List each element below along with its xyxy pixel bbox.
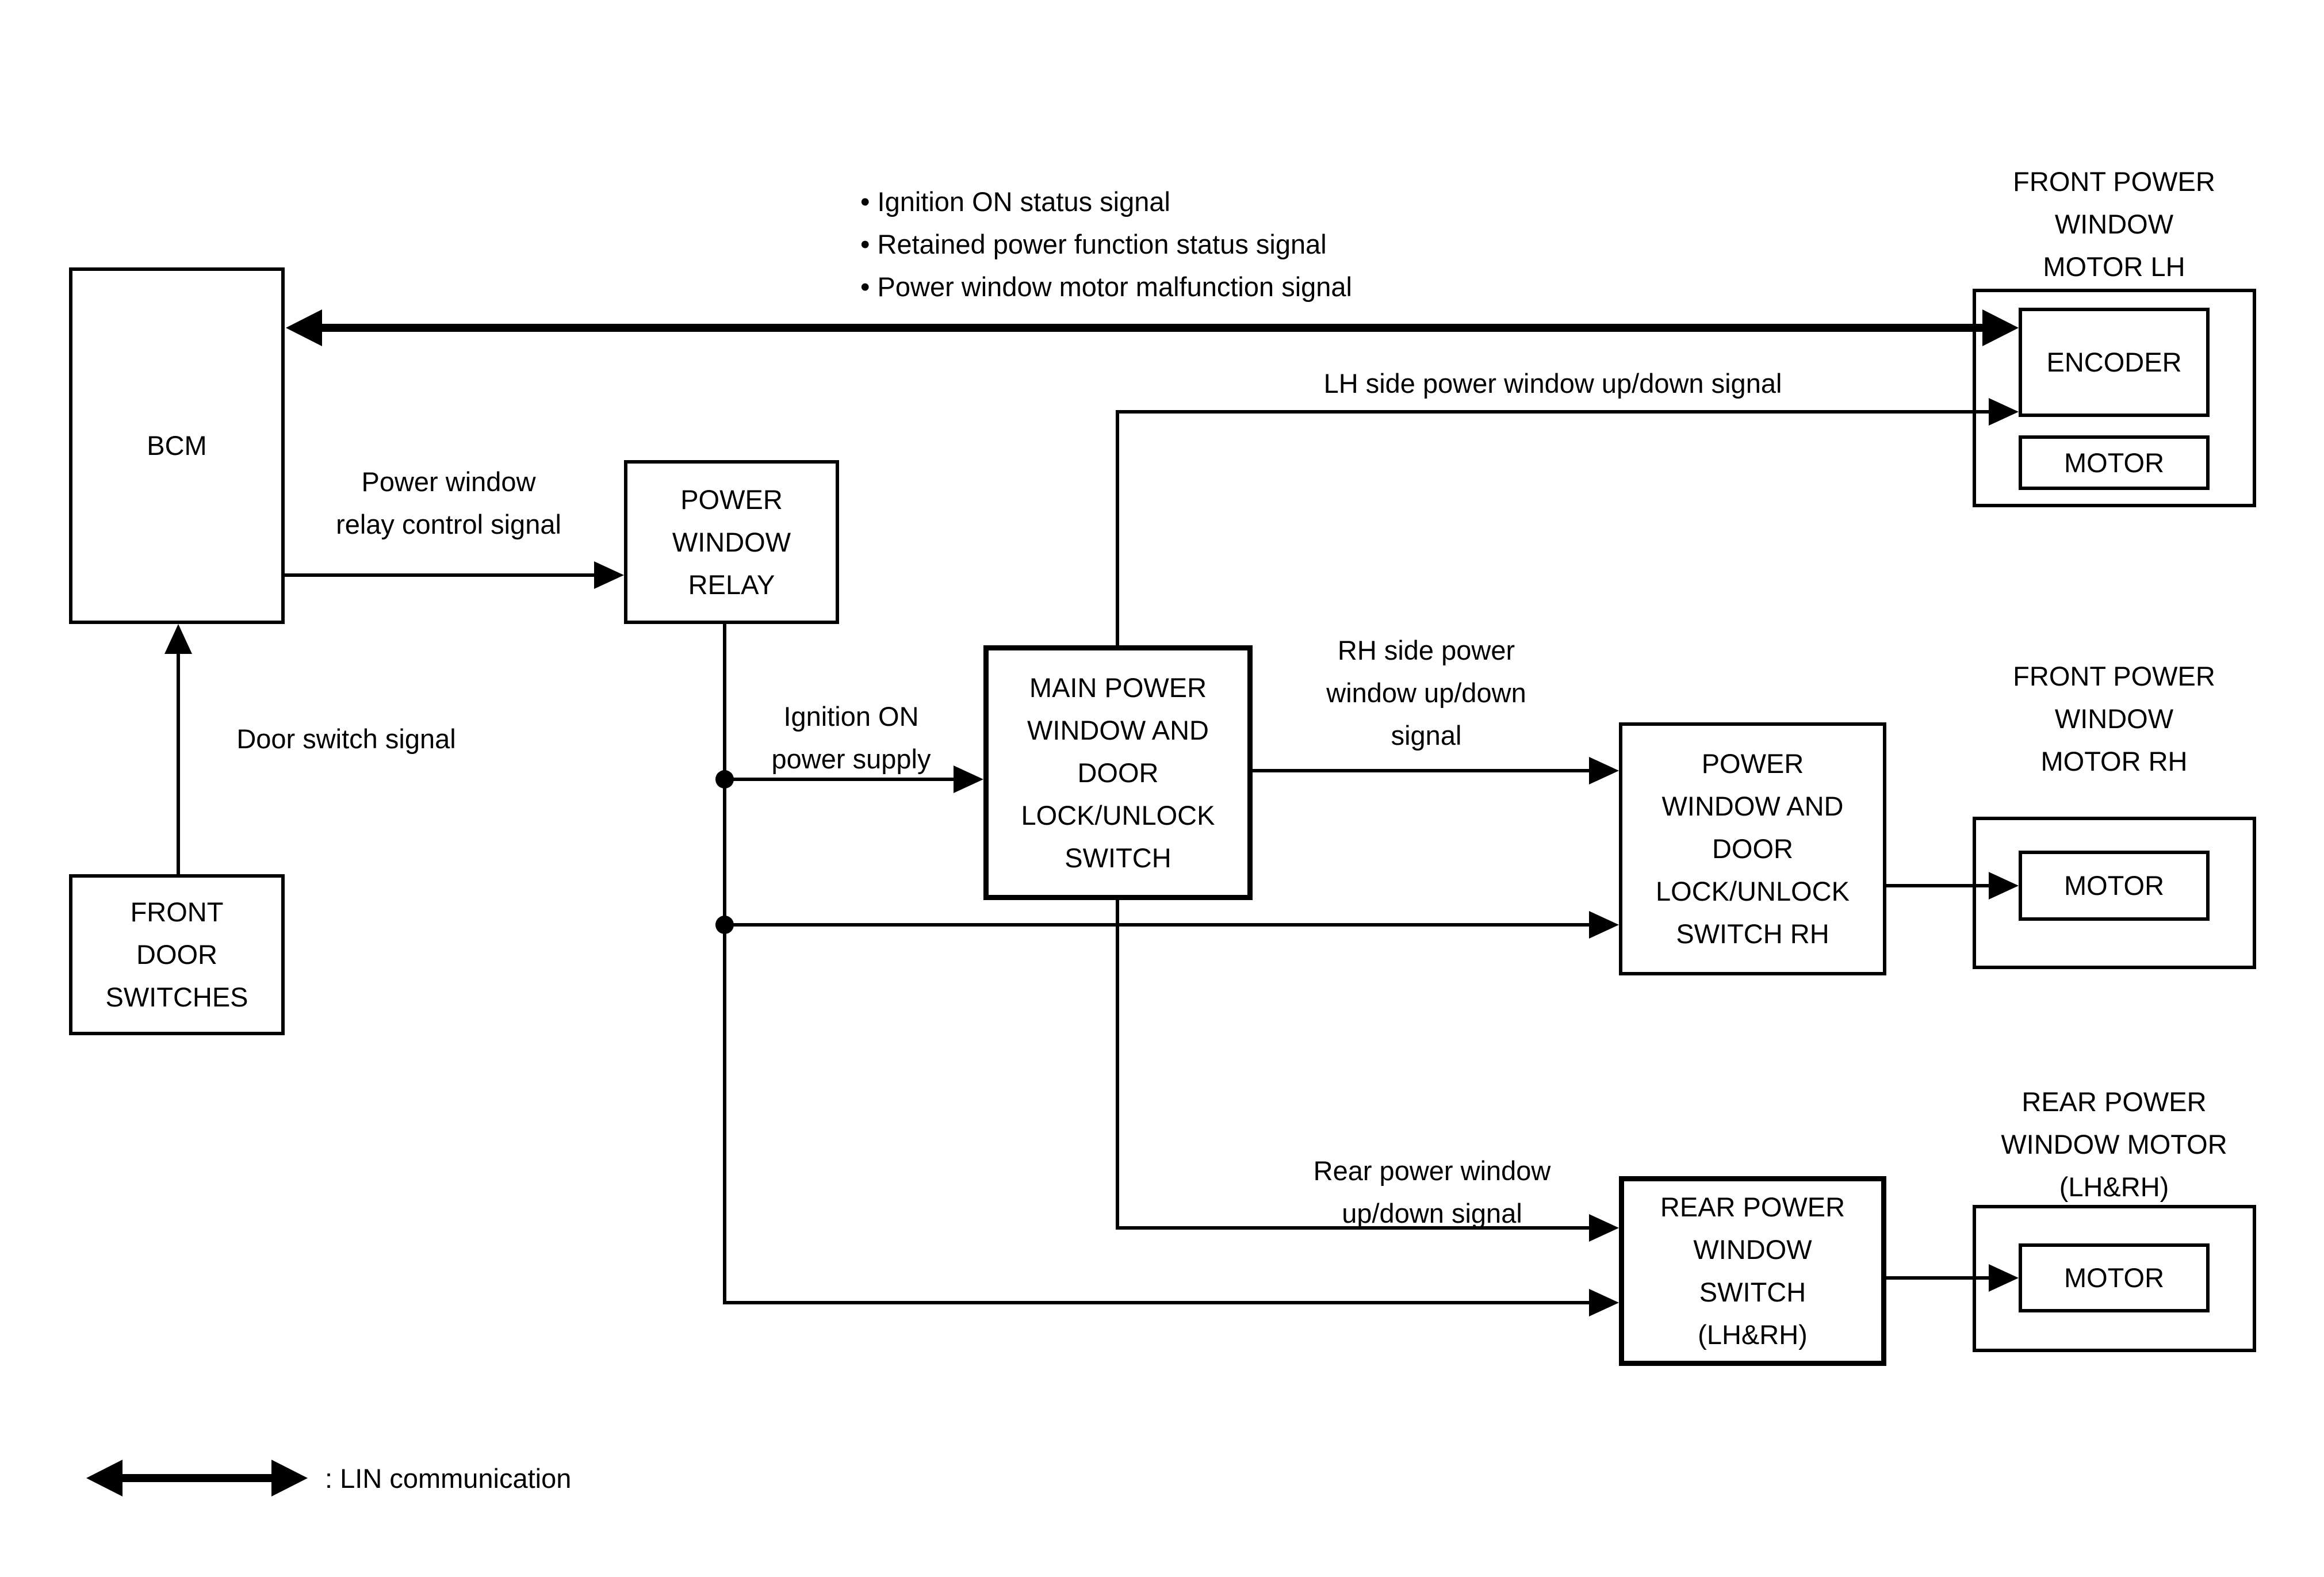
lh-updown-signal-label: LH side power window up/down signal (1323, 368, 1782, 399)
relay-feed-line (723, 624, 1592, 1304)
relay-control-signal-label: Power window relay control signal (336, 466, 561, 539)
relay-feed-rh-arrowhead (1589, 911, 1619, 939)
relay-control-arrowhead (594, 561, 624, 589)
lh-updown-arrowhead (1989, 398, 2019, 426)
rh-motor-arrowhead (1989, 872, 2019, 899)
front-power-window-motor-rh-title: FRONT POWER WINDOW MOTOR RH (2013, 661, 2215, 776)
motor-lh-box: MOTOR (2019, 435, 2210, 490)
legend-lin-arrowhead-right (271, 1460, 308, 1496)
rear-updown-arrowhead (1589, 1214, 1619, 1242)
front-power-window-motor-lh-title: FRONT POWER WINDOW MOTOR LH (2013, 166, 2215, 282)
rear-power-window-switch-box: REAR POWER WINDOW SWITCH (LH&RH) (1619, 1176, 1886, 1366)
legend-lin-arrowhead-left (86, 1460, 122, 1496)
ignition-power-arrowhead (954, 765, 983, 793)
front-door-switches-box: FRONT DOOR SWITCHES (69, 874, 285, 1035)
lin-signal-bullet-list: • Ignition ON status signal • Retained p… (860, 186, 1352, 302)
encoder-box: ENCODER (2019, 308, 2210, 417)
rear-updown-signal-line (1116, 900, 1592, 1230)
rear-motor-inner-box: MOTOR (2019, 1243, 2210, 1312)
lin-arrowhead-right (1982, 309, 2019, 346)
lh-updown-signal-line (1116, 410, 1991, 645)
rear-motor-arrowhead (1989, 1264, 2019, 1292)
legend-lin-communication-label: : LIN communication (325, 1463, 572, 1494)
front-power-window-motor-rh-box (1973, 817, 2256, 969)
ignition-on-power-supply-label: Ignition ON power supply (771, 701, 931, 774)
power-window-switch-rh-box: POWER WINDOW AND DOOR LOCK/UNLOCK SWITCH… (1619, 722, 1886, 975)
power-window-relay-box: POWER WINDOW RELAY (624, 460, 839, 624)
relay-feed-rear-arrowhead (1589, 1289, 1619, 1316)
rear-updown-signal-label: Rear power window up/down signal (1313, 1155, 1551, 1228)
bcm-box: BCM (69, 267, 285, 624)
front-power-window-motor-lh-box (1973, 289, 2256, 507)
motor-rh-box: MOTOR (2019, 851, 2210, 921)
door-switch-signal-label: Door switch signal (236, 724, 456, 754)
rear-power-window-motor-box (1973, 1205, 2256, 1352)
lin-arrowhead-left (286, 309, 322, 346)
main-power-window-switch-box: MAIN POWER WINDOW AND DOOR LOCK/UNLOCK S… (983, 645, 1253, 900)
rh-updown-signal-label: RH side power window up/down signal (1326, 635, 1526, 751)
rh-updown-arrowhead (1589, 757, 1619, 784)
rear-power-window-motor-title: REAR POWER WINDOW MOTOR (LH&RH) (2001, 1086, 2227, 1202)
door-switch-arrowhead (164, 624, 192, 654)
